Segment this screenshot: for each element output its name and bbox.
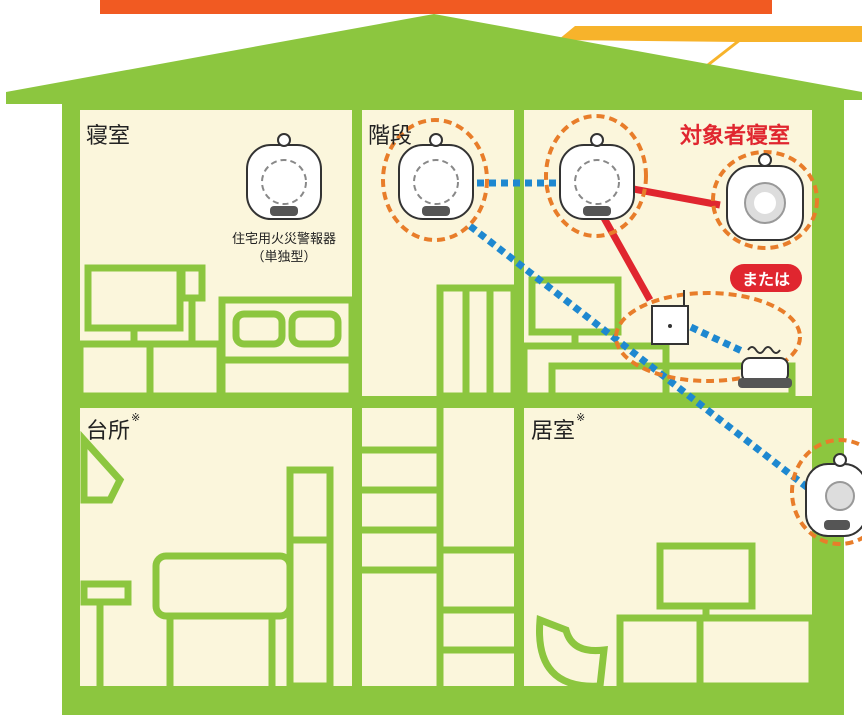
smoke-detector-icon [805,453,862,537]
target-bedroom-furniture [520,276,796,400]
stairs-steps [362,408,514,686]
detector-caption: 住宅用火災警報器 （単独型） [206,231,362,267]
room-label-bedroom: 寝室 [86,124,131,149]
wireless-receiver-icon [651,290,689,345]
room-label-target-bedroom: 対象者寝室 [680,124,791,149]
living-furniture [536,542,816,690]
or-badge: または [730,264,803,292]
smoke-detector-icon [246,133,322,220]
bed-shaker-icon [738,346,792,388]
bedroom-furniture [76,264,356,400]
room-kitchen [80,408,352,686]
smoke-detector-icon [398,133,474,220]
kitchen-note-mark: ※ [131,411,141,424]
room-label-kitchen: 台所※ [86,411,141,444]
stairs-railing [436,284,518,400]
room-label-stairs: 階段 [368,124,413,149]
title-banner [100,0,772,14]
highlight-rings [381,114,862,546]
room-label-living: 居室※ [531,411,586,444]
living-note-mark: ※ [576,411,586,424]
kitchen-furniture [80,430,334,690]
alarm-speaker-icon [726,153,804,241]
detector-caption-line1: 住宅用火災警報器 [231,232,336,247]
detector-caption-line2: （単独型） [251,250,317,265]
callout-pointer [558,26,862,42]
smoke-detector-icon [559,133,635,220]
house-roof [6,14,862,104]
